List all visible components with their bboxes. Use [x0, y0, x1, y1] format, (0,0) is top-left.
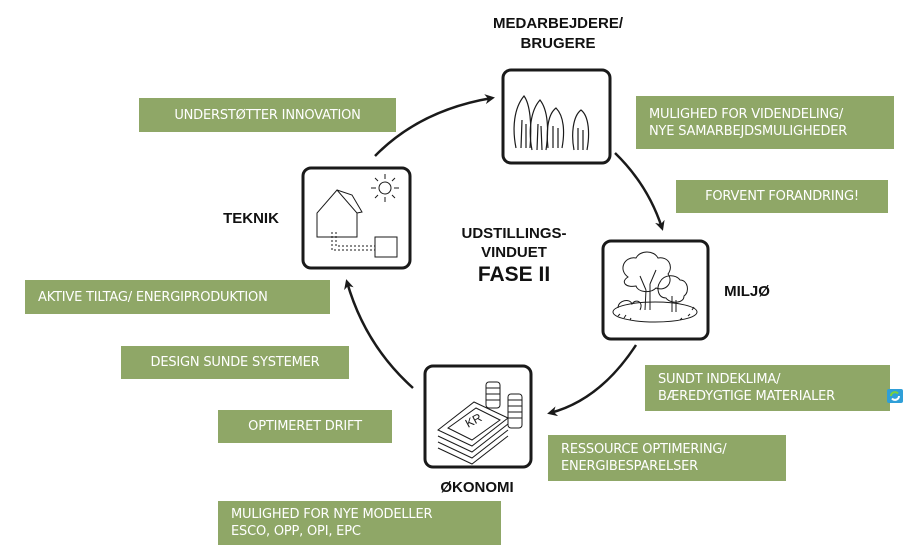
tag-models-line1: MULIGHED FOR NYE MODELLER	[231, 507, 433, 522]
tag-resource-line1: RESSOURCE OPTIMERING/	[561, 442, 727, 457]
tag-healthy-systems: DESIGN SUNDE SYSTEMER	[121, 346, 349, 379]
tag-optimized-operation: OPTIMERET DRIFT	[218, 410, 392, 443]
tag-design-text: DESIGN SUNDE SYSTEMER	[150, 355, 320, 370]
center-title-line2: VINDUET	[481, 244, 547, 261]
tag-knowledge-sharing: MULIGHED FOR VIDENDELING/ NYE SAMARBEJDS…	[636, 96, 894, 149]
tag-knowledge-line2: NYE SAMARBEJDSMULIGHEDER	[649, 123, 848, 139]
tag-expect-change: FORVENT FORANDRING!	[676, 180, 888, 213]
tag-active-measures: AKTIVE TILTAG/ ENERGIPRODUKTION	[25, 280, 330, 314]
node-label-environment: MILJØ	[724, 283, 770, 300]
people-label-line2: BRUGERE	[520, 35, 596, 52]
people-icon	[501, 68, 612, 165]
people-label-line1: MEDARBEJDERE/	[492, 15, 624, 32]
arrow-economy-to-technology	[344, 279, 414, 389]
tag-resource-line2: ENERGIBESPARELSER	[561, 459, 698, 474]
arrow-technology-to-people	[374, 94, 495, 157]
tag-knowledge-line1: MULIGHED FOR VIDENDELING/	[649, 106, 844, 122]
tag-models-line2: ESCO, OPP, OPI, EPC	[231, 524, 361, 539]
tag-indoor-climate: SUNDT INDEKLIMA/ BÆREDYGTIGE MATERIALER	[645, 365, 890, 411]
center-title-line3: FASE II	[477, 263, 551, 286]
center-title-line1: UDSTILLINGS-	[461, 225, 567, 242]
money-coins-icon: KR	[423, 364, 533, 469]
refresh-icon	[887, 389, 903, 403]
tag-active-text: AKTIVE TILTAG/ ENERGIPRODUKTION	[38, 289, 268, 305]
tag-expect-change-text: FORVENT FORANDRING!	[705, 189, 859, 204]
node-label-economy: ØKONOMI	[440, 479, 514, 496]
arrow-people-to-environment	[614, 152, 665, 231]
tag-operation-text: OPTIMERET DRIFT	[248, 419, 362, 434]
tag-innovation-text: UNDERSTØTTER INNOVATION	[174, 107, 361, 123]
tag-innovation: UNDERSTØTTER INNOVATION	[139, 98, 396, 132]
node-label-technology: TEKNIK	[223, 210, 279, 227]
center-title: UDSTILLINGS- VINDUET FASE II	[430, 224, 598, 288]
tag-indoor-line2: BÆREDYGTIGE MATERIALER	[658, 389, 835, 404]
tag-indoor-line1: SUNDT INDEKLIMA/	[658, 372, 781, 387]
house-sun-icon	[301, 166, 412, 270]
trees-icon	[601, 239, 710, 341]
tag-resource-optimization: RESSOURCE OPTIMERING/ ENERGIBESPARELSER	[548, 435, 786, 481]
arrow-environment-to-economy	[547, 344, 638, 417]
node-label-people: MEDARBEJDERE/ BRUGERE	[476, 14, 640, 54]
tag-new-models: MULIGHED FOR NYE MODELLER ESCO, OPP, OPI…	[218, 501, 501, 545]
